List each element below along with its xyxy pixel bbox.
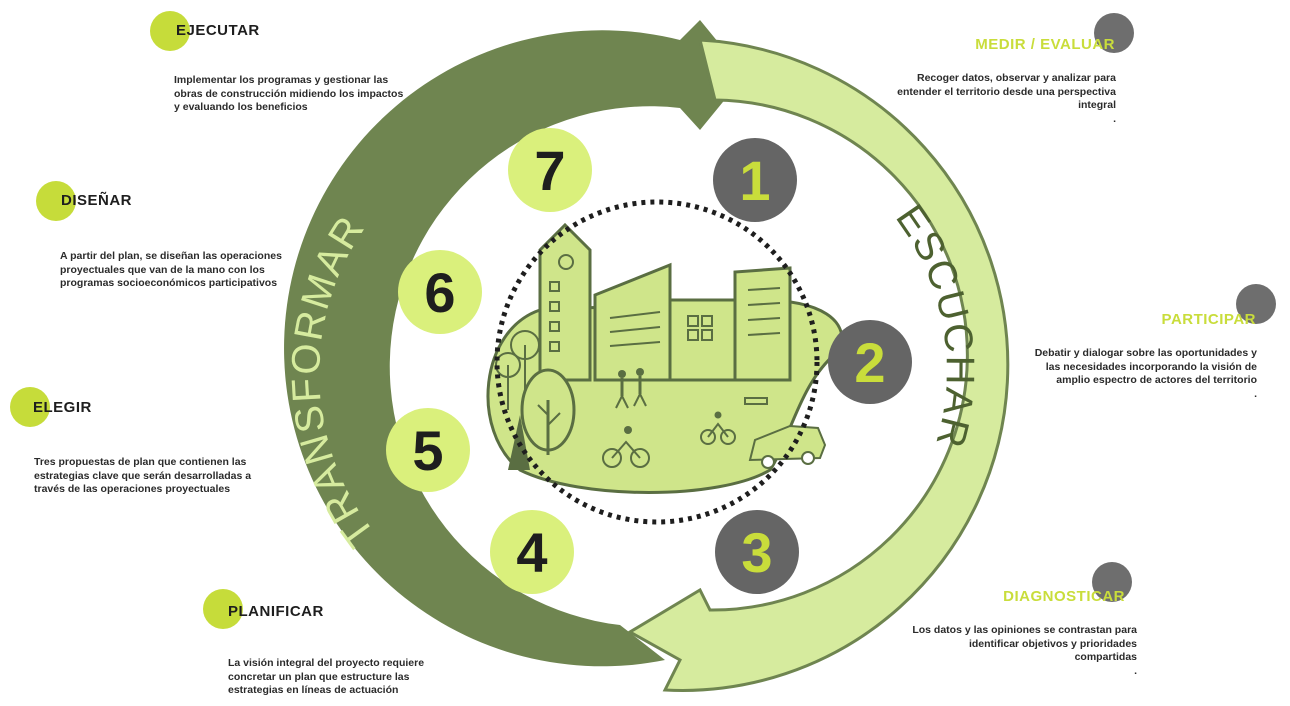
ejecutar-marker [150, 11, 190, 51]
step-number-1: 1 [713, 138, 797, 222]
medir-line-1: Recoger datos, observar y analizar para [916, 72, 1116, 84]
medir-line-2: entender el territorio desde una perspec… [897, 85, 1116, 98]
medir-evaluar-title: MEDIR / EVALUAR [975, 36, 1115, 53]
transformar-arrow [284, 20, 745, 667]
participar-line-4: . [1254, 387, 1257, 400]
elegir-marker [10, 387, 50, 427]
disenar-title: DISEÑAR [61, 192, 133, 209]
medir-evaluar-marker [1094, 13, 1134, 53]
elegir-line-1: Tres propuestas de plan que contienen la… [34, 456, 247, 468]
medir-evaluar-description: Recoger datos, observar y analizar para … [836, 72, 1116, 126]
participar-line-3: amplio espectro de actores del territori… [1056, 374, 1257, 386]
participar-line-2: las necesidades incorporando la visión d… [1045, 360, 1257, 373]
ejecutar-description: Implementar los programas y gestionar la… [174, 74, 434, 115]
participar-title: PARTICIPAR [1161, 311, 1256, 328]
disenar-description: A partir del plan, se diseñan las operac… [60, 250, 330, 291]
participar-marker [1236, 284, 1276, 324]
diagnosticar-line-1: Los datos y las opiniones se contrastan … [912, 624, 1137, 636]
ejecutar-line-2: obras de construcción midiendo los impac… [174, 87, 404, 100]
diagnosticar-line-4: . [1134, 664, 1137, 677]
step-number-7: 7 [508, 128, 592, 212]
planificar-line-2: concretar un plan que estructure las [228, 670, 410, 683]
step-number-2: 2 [828, 320, 912, 404]
diagnosticar-line-2: identificar objetivos y prioridades [968, 637, 1137, 650]
diagnosticar-marker [1092, 562, 1132, 602]
elegir-title: ELEGIR [33, 399, 92, 416]
diagnosticar-description: Los datos y las opiniones se contrastan … [857, 624, 1137, 678]
planificar-line-1: La visión integral del proyecto requiere [228, 657, 425, 669]
disenar-line-3: programas socioeconómicos participativos [60, 277, 278, 289]
disenar-line-1: A partir del plan, se diseñan las operac… [60, 250, 282, 262]
planificar-marker [203, 589, 243, 629]
dotted-boundary [494, 199, 820, 525]
elegir-description: Tres propuestas de plan que contienen la… [34, 456, 294, 497]
ejecutar-line-1: Implementar los programas y gestionar la… [174, 74, 389, 86]
planificar-line-3: estrategias en líneas de actuación [228, 684, 399, 696]
ejecutar-line-3: y evaluando los beneficios [174, 101, 308, 113]
disenar-marker [36, 181, 76, 221]
ejecutar-title: EJECUTAR [176, 22, 260, 39]
elegir-line-2: estrategias clave que serán desarrollada… [34, 469, 252, 482]
medir-line-4: . [1113, 112, 1116, 125]
step-number-3: 3 [715, 510, 799, 594]
planificar-title: PLANIFICAR [228, 603, 324, 620]
step-number-5: 5 [386, 408, 470, 492]
planificar-description: La visión integral del proyecto requiere… [228, 657, 468, 698]
participar-line-1: Debatir y dialogar sobre las oportunidad… [1034, 347, 1257, 359]
city-scene-illustration [486, 222, 844, 494]
elegir-line-3: través de las operaciones proyectuales [34, 483, 231, 495]
escuchar-arrow [627, 38, 1010, 692]
diagnosticar-title: DIAGNOSTICAR [1003, 588, 1125, 605]
diagnosticar-line-3: compartidas [1074, 651, 1137, 663]
disenar-line-2: proyectuales que van de la mano con los [60, 263, 265, 276]
participar-description: Debatir y dialogar sobre las oportunidad… [977, 347, 1257, 401]
step-number-6: 6 [398, 250, 482, 334]
step-number-4: 4 [490, 510, 574, 594]
medir-line-3: integral [1078, 99, 1116, 111]
